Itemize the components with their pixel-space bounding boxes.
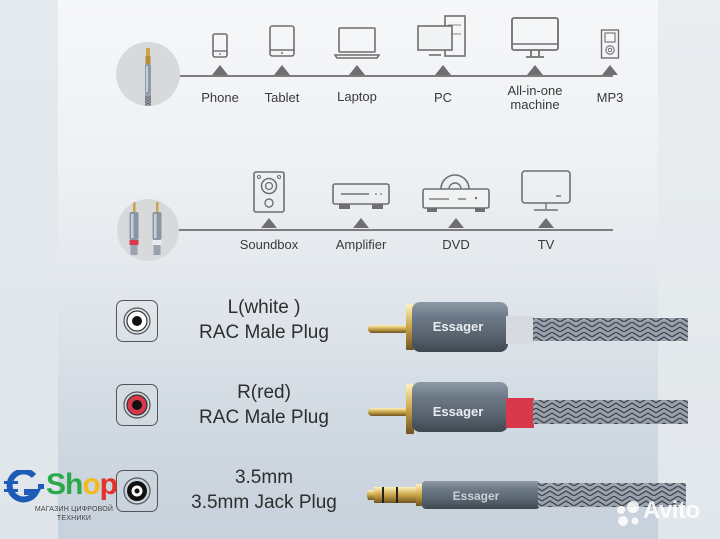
device-tv: TV [521, 165, 571, 265]
connector-line [170, 75, 613, 77]
pointer-triangle [538, 218, 554, 228]
gshop-tagline: МАГАЗИН ЦИФРОВОЙ ТЕХНИКИ [24, 505, 124, 523]
plug-description: 3.5mm 3.5mm Jack Plug [164, 465, 364, 515]
plug-description: L(white ) RAC Male Plug [164, 295, 364, 345]
pointer-triangle [602, 65, 618, 75]
logo-letter: S [46, 468, 66, 501]
device-phone: Phone [200, 20, 240, 120]
device-label-line2: machine [510, 97, 560, 112]
tagline-line2: ТЕХНИКИ [56, 515, 92, 522]
device-laptop: Laptop [334, 20, 380, 120]
device-label: Soundbox [239, 237, 299, 252]
device-tablet: Tablet [262, 20, 302, 120]
dvd-player-icon [422, 174, 490, 212]
right-background-strip [658, 0, 720, 539]
plug-title: R(red) [237, 382, 291, 403]
pointer-triangle [349, 65, 365, 75]
avito-watermark: Avito [643, 497, 700, 524]
gshop-plug-g-icon [4, 470, 44, 503]
3.5mm-jack-plug-image: Essager [367, 481, 686, 509]
pointer-triangle [527, 65, 543, 75]
device-pc: PC [417, 14, 466, 120]
rca-red-plug-image: Essager [368, 382, 688, 434]
device-mp3: MP3 [590, 20, 630, 120]
logo-letter: o [82, 468, 100, 501]
tablet-icon [269, 25, 295, 57]
speaker-icon [253, 171, 285, 213]
device-label: Laptop [337, 89, 377, 104]
logo-letter: h [65, 468, 83, 501]
mp3-player-icon [600, 29, 620, 59]
gshop-wordmark: Shop [46, 468, 118, 502]
phone-icon [212, 33, 228, 58]
plug-description: R(red) RAC Male Plug [164, 380, 364, 430]
device-amplifier: Amplifier [332, 165, 390, 265]
connector-line [170, 229, 613, 231]
plug-title: L(white ) [227, 297, 301, 318]
device-label: All-in-one [507, 83, 563, 98]
pointer-triangle [261, 218, 277, 228]
tagline-line1: МАГАЗИН ЦИФРОВОЙ [34, 506, 114, 513]
rca-plugs-icon [117, 199, 179, 261]
device-dvd: DVD [422, 165, 490, 265]
tv-icon [521, 170, 571, 211]
device-label: PC [433, 90, 453, 105]
device-all-in-one: All-in-one machine [507, 14, 563, 120]
pointer-triangle [274, 65, 290, 75]
device-label: Phone [201, 90, 239, 105]
brand-logo: Essager [433, 319, 484, 334]
amplifier-icon [332, 183, 390, 209]
device-label: Amplifier [335, 237, 387, 252]
pointer-triangle [212, 65, 228, 75]
rca-white-plug-image: Essager [368, 302, 688, 352]
device-label: DVD [442, 237, 470, 252]
device-label: MP3 [596, 90, 624, 105]
laptop-icon [334, 27, 380, 59]
brand-logo: Essager [453, 489, 500, 503]
device-soundbox: Soundbox [240, 165, 298, 265]
pointer-triangle [448, 218, 464, 228]
avito-dots-icon [617, 501, 639, 526]
3.5mm-socket-icon [116, 470, 158, 512]
pointer-triangle [353, 218, 369, 228]
plug-subtitle: RAC Male Plug [199, 322, 329, 343]
desktop-pc-icon [417, 15, 466, 57]
logo-letter: p [99, 468, 118, 501]
gshop-watermark-logo: Shop МАГАЗИН ЦИФРОВОЙ ТЕХНИКИ [4, 468, 124, 528]
red-rca-socket-icon [116, 384, 158, 426]
white-rca-socket-icon [116, 300, 158, 342]
3.5mm-jack-icon [116, 42, 180, 106]
monitor-icon [511, 17, 559, 58]
plug-subtitle: RAC Male Plug [199, 407, 329, 428]
device-label: TV [537, 237, 555, 252]
plug-subtitle: 3.5mm Jack Plug [191, 492, 337, 513]
brand-logo: Essager [433, 404, 484, 419]
pointer-triangle [435, 65, 451, 75]
left-background-strip [0, 0, 58, 539]
plug-title: 3.5mm [234, 467, 294, 488]
device-label: Tablet [264, 90, 300, 105]
